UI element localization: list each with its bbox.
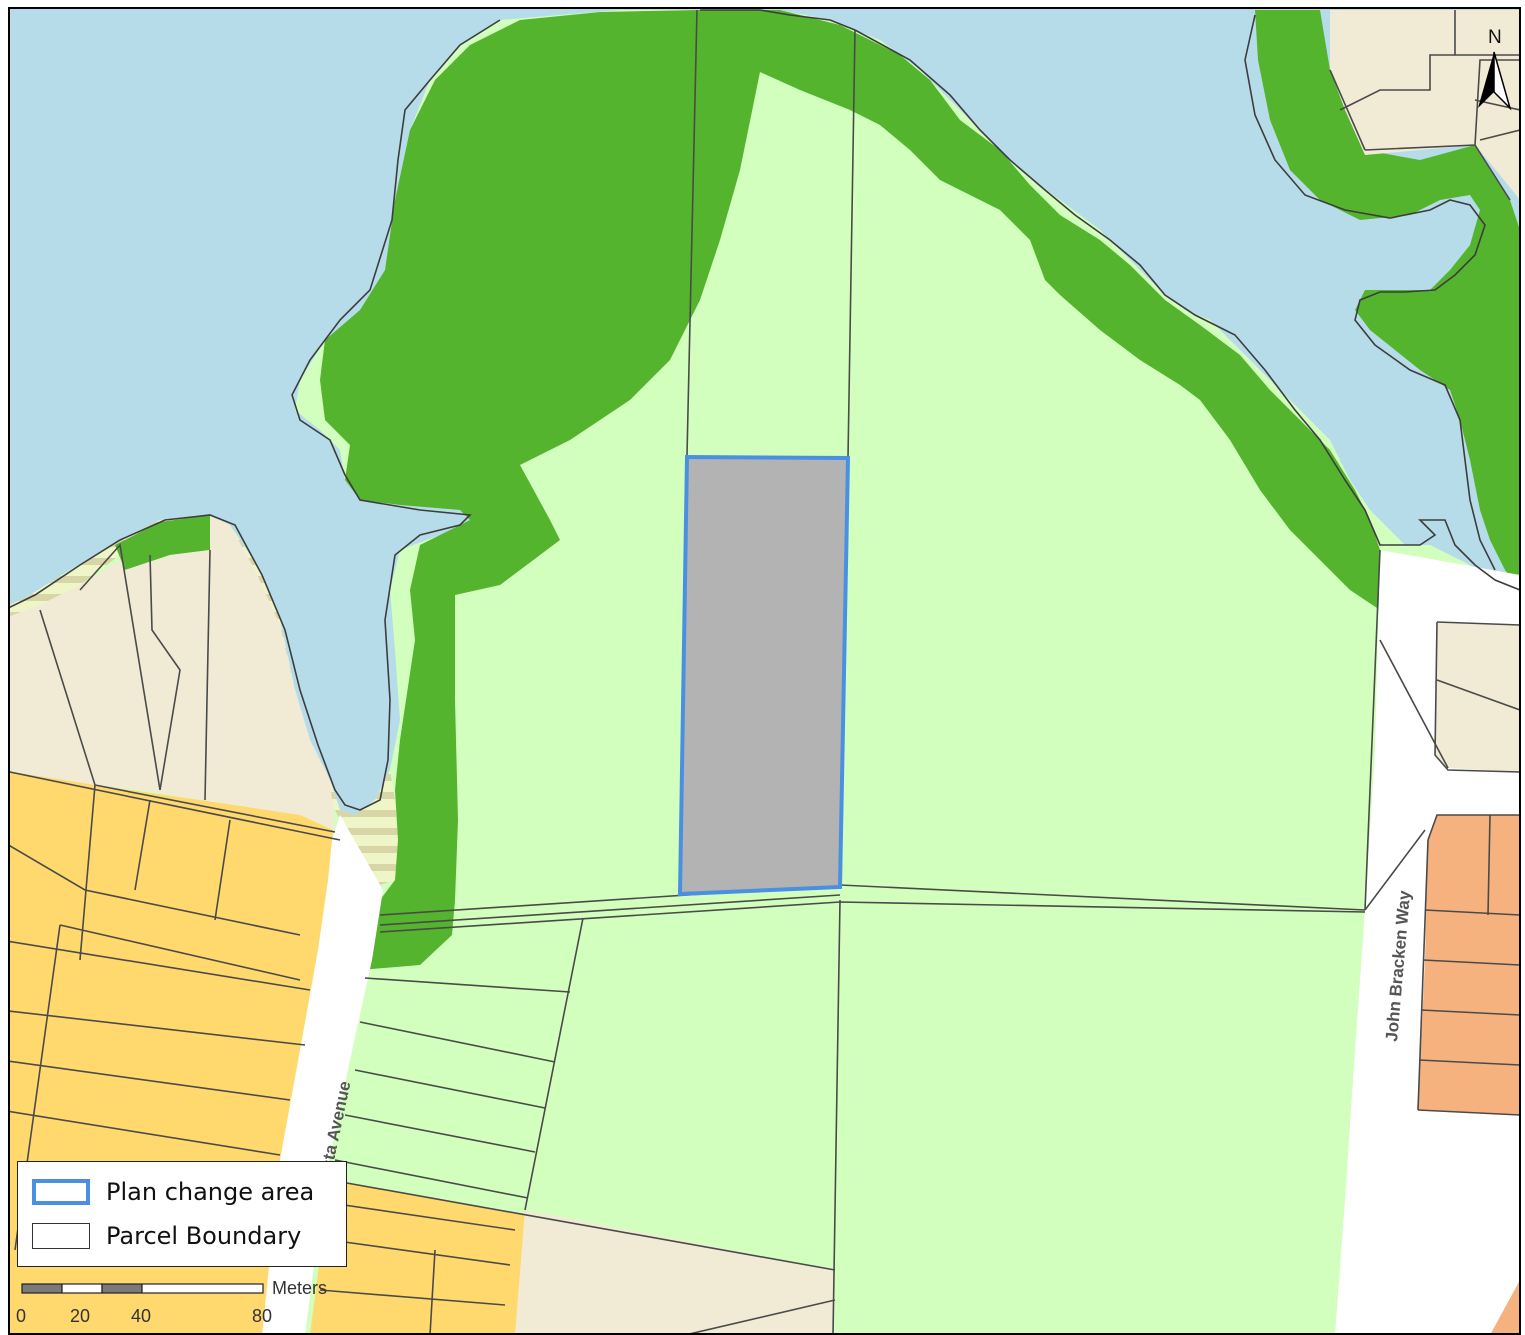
coastline-top <box>700 9 856 31</box>
legend-label: Plan change area <box>106 1178 315 1206</box>
residential-area-left <box>9 515 335 830</box>
scale-bar: Meters 0 20 40 80 <box>16 1278 327 1326</box>
legend-swatch-parcel-boundary <box>32 1223 90 1249</box>
scale-bar-tick-40: 40 <box>131 1306 151 1326</box>
coastline-inlet <box>1244 14 1496 571</box>
reserve-area <box>320 10 1380 970</box>
scale-bar-tick-20: 20 <box>70 1306 90 1326</box>
legend-item-plan-change-area: Plan change area <box>32 1175 314 1209</box>
north-arrow-icon <box>1478 52 1494 108</box>
scale-bar-unit: Meters <box>272 1278 327 1298</box>
reserve-area-small <box>115 515 210 570</box>
scale-bar-tick-0: 0 <box>16 1306 26 1326</box>
residential-area-orange-bottom <box>1490 1280 1520 1334</box>
residential-area-yellow-lower <box>310 1180 525 1334</box>
legend-label: Parcel Boundary <box>106 1222 302 1250</box>
residential-area-bottom <box>515 1210 835 1334</box>
map-legend: Plan change area Parcel Boundary <box>17 1161 347 1267</box>
plan-change-area[interactable] <box>677 454 851 897</box>
residential-area-top-right <box>1330 10 1520 200</box>
residential-area-orange <box>1418 815 1520 1115</box>
reserve-area-right <box>1255 10 1520 590</box>
coastline <box>9 19 501 811</box>
legend-item-parcel-boundary: Parcel Boundary <box>32 1219 301 1253</box>
legend-swatch-plan-change-area <box>32 1179 90 1205</box>
coastline-right <box>854 29 1520 591</box>
north-arrow-label: N <box>1488 27 1502 48</box>
residential-area-right <box>1435 622 1520 772</box>
map-border <box>8 7 1521 1335</box>
scale-bar-tick-80: 80 <box>252 1306 272 1326</box>
north-arrow: N <box>1478 27 1512 111</box>
shoreline-band <box>9 515 398 885</box>
